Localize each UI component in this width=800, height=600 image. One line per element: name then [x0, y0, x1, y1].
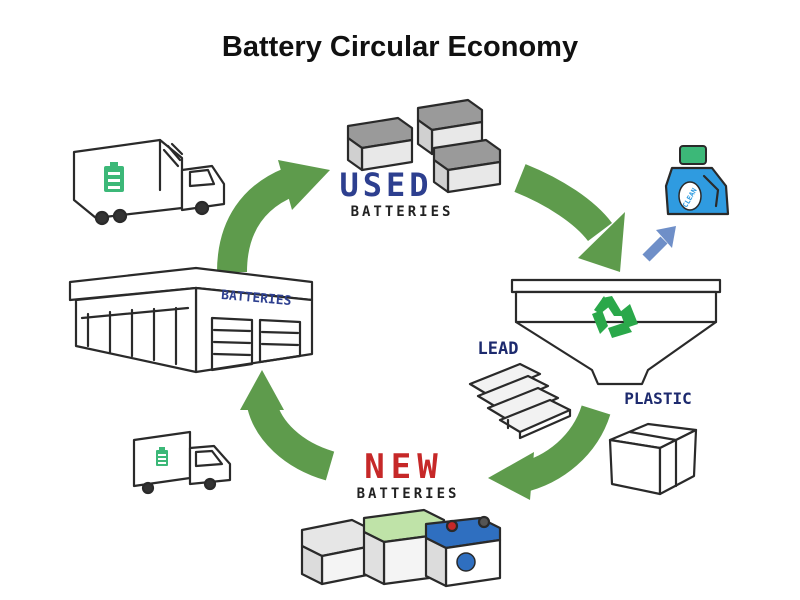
battery-icon [348, 118, 412, 170]
arrow-to-bottle [646, 226, 676, 258]
new-batteries: NEW BATTERIES [302, 447, 500, 586]
store-icon: BATTERIES [70, 268, 312, 372]
arrow-store-to-used [232, 160, 330, 272]
new-label: NEW [364, 447, 443, 487]
diagram-title: Battery Circular Economy [222, 31, 578, 63]
truck-icon [134, 432, 230, 493]
used-batteries: USED BATTERIES [339, 100, 500, 220]
used-label: USED [339, 166, 432, 204]
arrow-new-to-store [240, 370, 330, 466]
lead-plates-icon [470, 364, 570, 438]
hopper-icon [512, 280, 720, 384]
arrow-used-to-recycler [520, 178, 625, 272]
plastic-output: PLASTIC [610, 389, 696, 494]
lead-label: LEAD [478, 339, 519, 359]
truck-icon [74, 140, 224, 224]
detergent-bottle-icon: CLEAN [666, 146, 728, 214]
battery-logo-icon [104, 162, 124, 192]
crate-icon [610, 424, 696, 494]
lead-output: LEAD [470, 339, 570, 438]
new-sublabel: BATTERIES [357, 486, 460, 502]
battery-icon [434, 140, 500, 192]
plastic-label: PLASTIC [624, 389, 691, 408]
battery-icon [426, 517, 500, 586]
used-sublabel: BATTERIES [351, 204, 454, 220]
battery-icon [302, 520, 372, 584]
